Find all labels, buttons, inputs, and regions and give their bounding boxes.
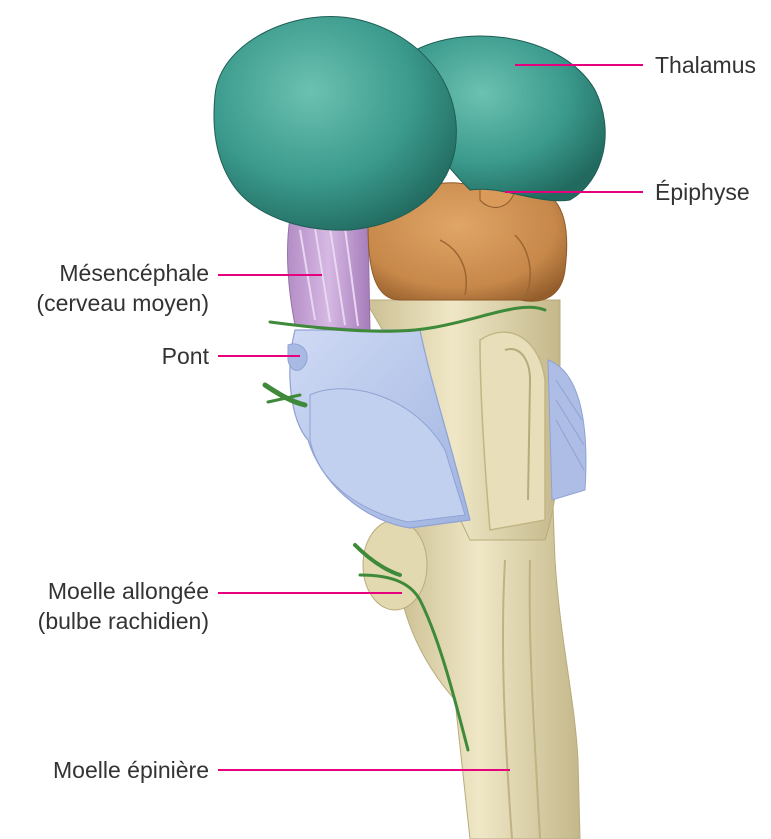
label-thalamus-text: Thalamus [655,50,756,80]
label-thalamus: Thalamus [655,50,756,80]
label-moelle-epiniere-text: Moelle épinière [53,755,209,785]
label-moelle-allongee-line2: (bulbe rachidien) [38,606,209,636]
label-moelle-allongee-line1: Moelle allongée [38,576,209,606]
label-epiphyse: Épiphyse [655,177,750,207]
label-epiphyse-text: Épiphyse [655,177,750,207]
label-mesencephale-line2: (cerveau moyen) [36,288,209,318]
label-mesencephale: Mésencéphale (cerveau moyen) [36,258,209,318]
label-moelle-allongee: Moelle allongée (bulbe rachidien) [38,576,209,636]
thalamus [214,17,605,231]
label-mesencephale-line1: Mésencéphale [36,258,209,288]
pons-right [548,360,586,500]
label-pont: Pont [162,341,209,371]
label-pont-text: Pont [162,341,209,371]
label-moelle-epiniere: Moelle épinière [53,755,209,785]
